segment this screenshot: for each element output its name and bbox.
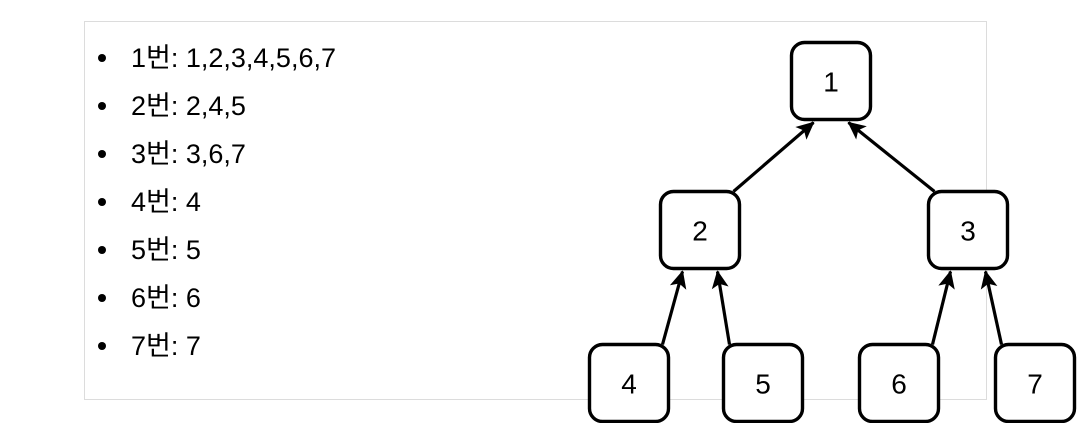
tree-node-box xyxy=(926,189,1010,271)
tree-node-label: 1 xyxy=(823,67,839,98)
bullet-icon xyxy=(98,54,106,62)
tree-node-label: 3 xyxy=(960,216,976,247)
tree-node-1[interactable]: 1 xyxy=(789,40,873,122)
list-item: 3번: 3,6,7 xyxy=(85,130,505,178)
list-item: 7번: 7 xyxy=(85,322,505,370)
tree-edge-3-to-1 xyxy=(847,121,936,193)
tree-node-3[interactable]: 3 xyxy=(926,189,1010,271)
list-item-label: 3번: 3,6,7 xyxy=(131,139,246,169)
list-item: 6번: 6 xyxy=(85,274,505,322)
list-item-label: 4번: 4 xyxy=(131,187,201,217)
content-panel: 1번: 1,2,3,4,5,6,7 2번: 2,4,5 3번: 3,6,7 4번… xyxy=(84,21,1077,423)
tree-node-box xyxy=(658,189,742,271)
tree-node-5[interactable]: 5 xyxy=(721,342,805,423)
tree-diagram: 1 2 3 4 5 6 7 xyxy=(587,40,1077,423)
bullet-icon xyxy=(98,294,106,302)
list-item-label: 5번: 5 xyxy=(131,235,201,265)
tree-nodes: 1 2 3 4 5 6 7 xyxy=(587,40,1077,423)
list-item: 4번: 4 xyxy=(85,178,505,226)
tree-node-label: 2 xyxy=(692,216,708,247)
bullet-icon xyxy=(98,102,106,110)
tree-edge-2-to-1 xyxy=(732,121,815,193)
tree-edge-5-to-2 xyxy=(711,270,732,345)
list-item-label: 1번: 1,2,3,4,5,6,7 xyxy=(131,43,336,73)
list-item-label: 6번: 6 xyxy=(131,283,201,313)
list-item-label: 2번: 2,4,5 xyxy=(131,91,246,121)
tree-node-label: 7 xyxy=(1027,369,1043,400)
adjacency-list: 1번: 1,2,3,4,5,6,7 2번: 2,4,5 3번: 3,6,7 4번… xyxy=(85,34,505,370)
list-item: 5번: 5 xyxy=(85,226,505,274)
tree-node-label: 5 xyxy=(755,369,771,400)
bullet-icon xyxy=(98,198,106,206)
list-item: 1번: 1,2,3,4,5,6,7 xyxy=(85,34,505,82)
tree-node-box xyxy=(789,40,873,122)
tree-edges xyxy=(660,121,1004,345)
bullet-icon xyxy=(98,246,106,254)
tree-edge-7-to-3 xyxy=(980,270,1004,345)
tree-edge-4-to-2 xyxy=(660,270,687,345)
tree-node-7[interactable]: 7 xyxy=(993,342,1077,423)
tree-node-6[interactable]: 6 xyxy=(857,342,941,423)
tree-edge-6-to-3 xyxy=(930,270,955,345)
bullet-icon xyxy=(98,342,106,350)
bullet-icon xyxy=(98,150,106,158)
tree-node-2[interactable]: 2 xyxy=(658,189,742,271)
list-item-label: 7번: 7 xyxy=(131,331,201,361)
list-item: 2번: 2,4,5 xyxy=(85,82,505,130)
tree-node-4[interactable]: 4 xyxy=(587,342,671,423)
tree-node-label: 6 xyxy=(891,369,907,400)
tree-node-label: 4 xyxy=(621,369,637,400)
